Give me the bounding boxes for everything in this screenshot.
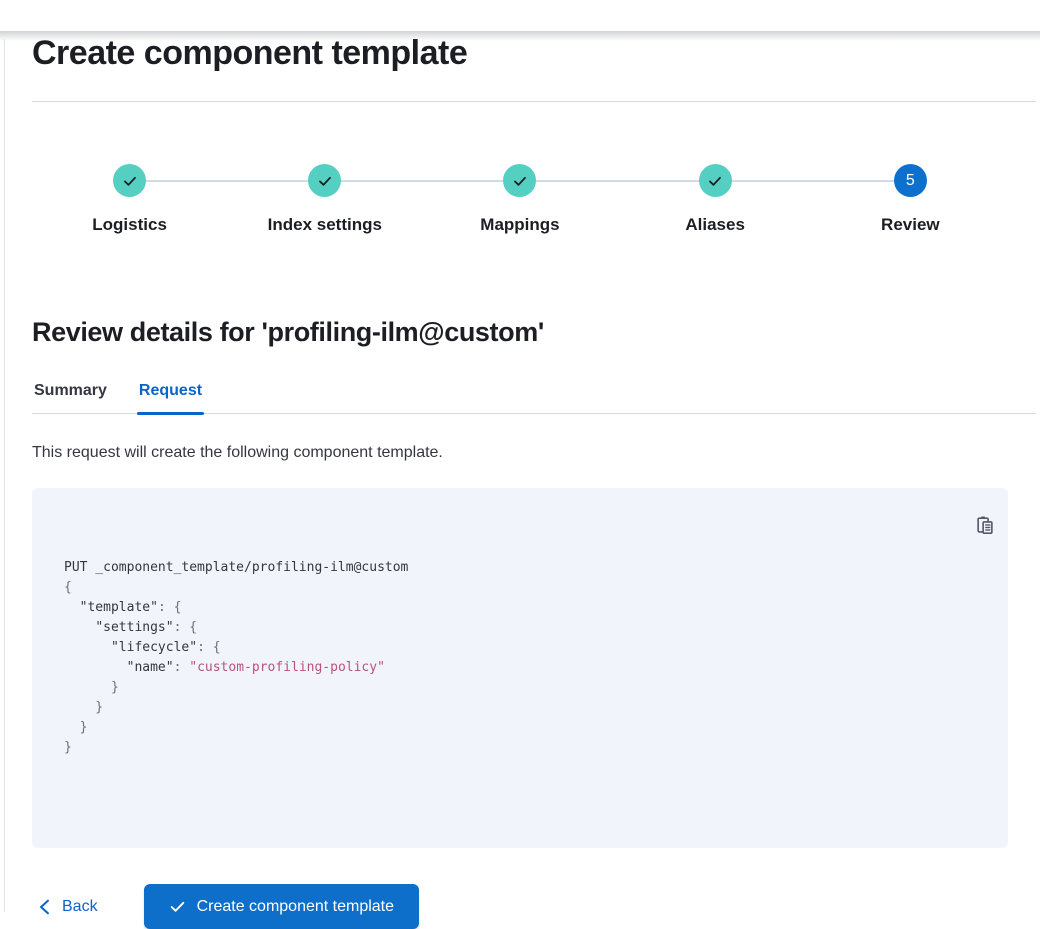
check-icon <box>512 173 528 189</box>
tab-summary[interactable]: Summary <box>32 382 109 413</box>
step-complete-badge <box>113 164 147 197</box>
back-button-label: Back <box>62 897 98 915</box>
step-aliases[interactable]: Aliases <box>618 164 813 235</box>
step-label: Aliases <box>685 215 745 234</box>
footer-actions: Back Create component template <box>32 884 1008 929</box>
check-icon <box>122 173 138 189</box>
copy-clipboard-icon <box>945 500 995 553</box>
code-line: "name": "custom-profiling-policy" <box>126 660 385 675</box>
step-number-badge: 5 <box>893 164 927 197</box>
page-title: Create component template <box>32 34 468 72</box>
chevron-left-icon <box>38 899 51 915</box>
step-complete-badge <box>698 164 732 197</box>
step-label: Mappings <box>480 215 560 234</box>
copy-to-clipboard-button[interactable] <box>958 514 993 538</box>
code-line: "settings": { <box>95 620 198 635</box>
check-icon <box>317 173 333 189</box>
code-line: } <box>64 740 72 755</box>
step-label: Index settings <box>267 215 382 234</box>
step-label: Review <box>881 215 940 234</box>
review-tabs: Summary Request <box>32 382 1036 415</box>
header-divider <box>32 101 1036 102</box>
code-line: "lifecycle": { <box>110 640 221 655</box>
code-line: { <box>64 580 72 595</box>
create-component-template-button[interactable]: Create component template <box>143 884 420 929</box>
code-line: } <box>64 720 88 735</box>
request-code-block: PUT _component_template/profiling-ilm@cu… <box>32 488 1008 848</box>
check-icon <box>707 173 723 189</box>
step-logistics[interactable]: Logistics <box>32 164 227 235</box>
step-complete-badge <box>308 164 342 197</box>
code-line: "template": { <box>79 600 182 615</box>
create-button-label: Create component template <box>196 897 395 915</box>
code-lines: PUT _component_template/profiling-ilm@cu… <box>64 558 948 758</box>
check-icon <box>169 898 186 915</box>
create-component-template-page: { "page": { "title": "Create component t… <box>0 31 1040 929</box>
request-description: This request will create the following c… <box>32 444 443 461</box>
code-line: } <box>64 700 104 715</box>
review-heading: Review details for 'profiling-ilm@custom… <box>32 317 544 347</box>
step-label: Logistics <box>92 215 167 234</box>
tab-request[interactable]: Request <box>136 382 205 415</box>
step-number: 5 <box>905 171 915 189</box>
step-mappings[interactable]: Mappings <box>422 164 617 235</box>
step-index-settings[interactable]: Index settings <box>227 164 422 235</box>
panel-left-border <box>4 39 5 912</box>
code-line: PUT _component_template/profiling-ilm@cu… <box>64 560 409 575</box>
main-content: Create component template Logistics Index… <box>0 31 1040 929</box>
back-button[interactable]: Back <box>32 898 98 916</box>
code-line: } <box>64 680 119 695</box>
step-complete-badge <box>503 164 537 197</box>
